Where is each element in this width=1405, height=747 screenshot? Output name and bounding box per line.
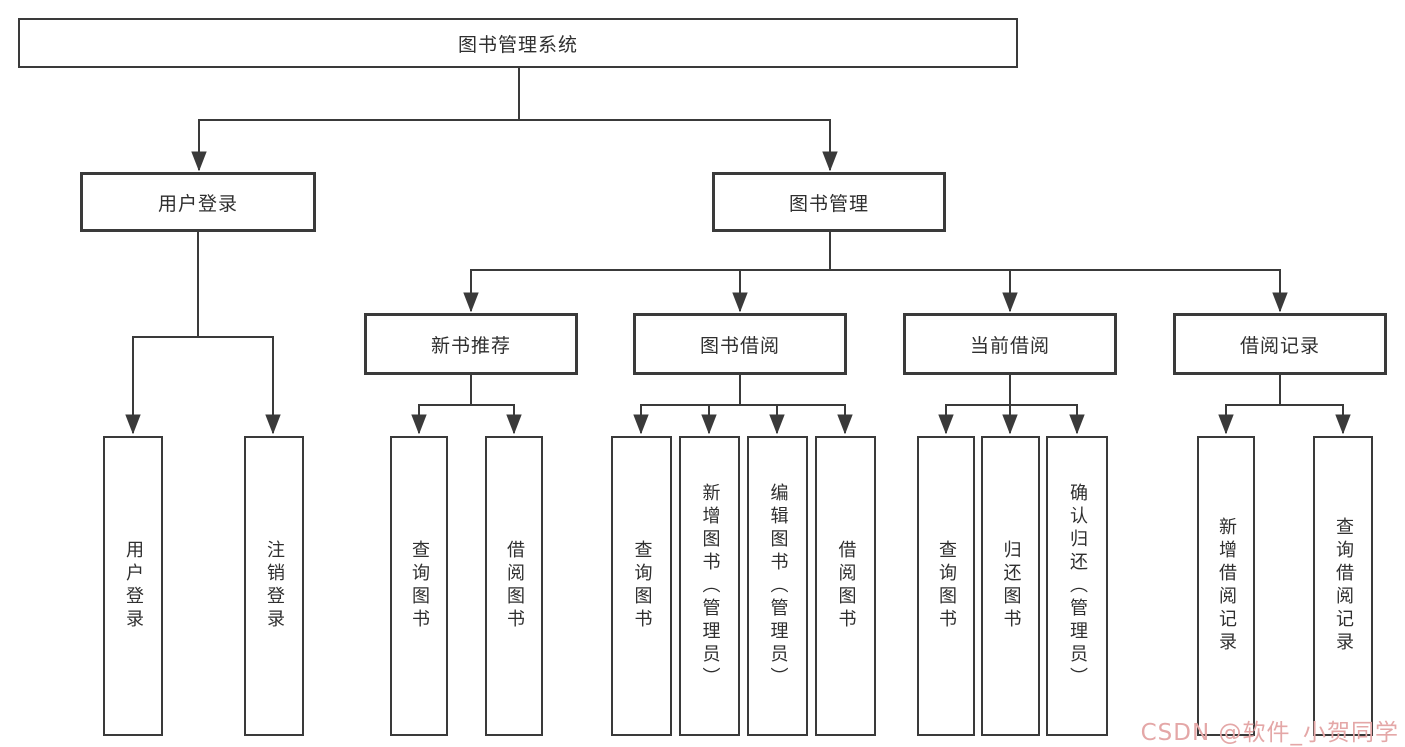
leaf-query-books-recommend: 查询图书: [390, 436, 448, 736]
node-label: 注销登录: [264, 540, 285, 632]
node-label: 用户登录: [157, 192, 238, 215]
leaf-query-borrow-record: 查询借阅记录: [1313, 436, 1373, 736]
node-label: 查询借阅记录: [1333, 517, 1354, 655]
csdn-watermark: CSDN @软件_小贺同学: [1140, 720, 1399, 746]
leaf-query-books-current: 查询图书: [917, 436, 975, 736]
node-label: 用户登录: [123, 540, 144, 632]
node-label: 归还图书: [1000, 540, 1022, 632]
leaf-add-borrow-record: 新增借阅记录: [1197, 436, 1255, 736]
node-label: 当前借阅: [969, 334, 1050, 357]
node-user-login: 用户登录: [80, 172, 316, 232]
node-label: 借阅图书: [835, 540, 857, 632]
node-library-management-system: 图书管理系统: [18, 18, 1018, 68]
node-label: 查询图书: [936, 540, 957, 632]
node-label: 编辑图书（管理员）: [767, 482, 789, 690]
node-label: 查询图书: [409, 540, 430, 632]
node-label: 查询图书: [631, 540, 653, 632]
node-book-borrow: 图书借阅: [633, 313, 847, 375]
node-label: 借阅图书: [504, 540, 525, 632]
leaf-borrow-books-recommend: 借阅图书: [485, 436, 543, 736]
node-label: 新增借阅记录: [1216, 517, 1237, 655]
leaf-user-login: 用户登录: [103, 436, 163, 736]
node-label: 新书推荐: [430, 334, 511, 357]
leaf-edit-book-admin: 编辑图书（管理员）: [747, 436, 808, 736]
leaf-logout: 注销登录: [244, 436, 304, 736]
node-label: 确认归还（管理员）: [1067, 482, 1088, 690]
node-label: 新增图书（管理员）: [699, 482, 721, 690]
node-label: 图书借阅: [699, 334, 780, 357]
node-new-book-recommend: 新书推荐: [364, 313, 578, 375]
node-book-management: 图书管理: [712, 172, 946, 232]
node-borrow-records: 借阅记录: [1173, 313, 1387, 375]
node-label: 借阅记录: [1239, 334, 1320, 357]
leaf-add-book-admin: 新增图书（管理员）: [679, 436, 740, 736]
leaf-borrow-books: 借阅图书: [815, 436, 876, 736]
leaf-return-books: 归还图书: [981, 436, 1040, 736]
leaf-query-books-borrow: 查询图书: [611, 436, 672, 736]
node-current-borrow: 当前借阅: [903, 313, 1117, 375]
node-label: 图书管理系统: [457, 33, 578, 56]
node-label: 图书管理: [788, 192, 869, 215]
leaf-confirm-return-admin: 确认归还（管理员）: [1046, 436, 1108, 736]
